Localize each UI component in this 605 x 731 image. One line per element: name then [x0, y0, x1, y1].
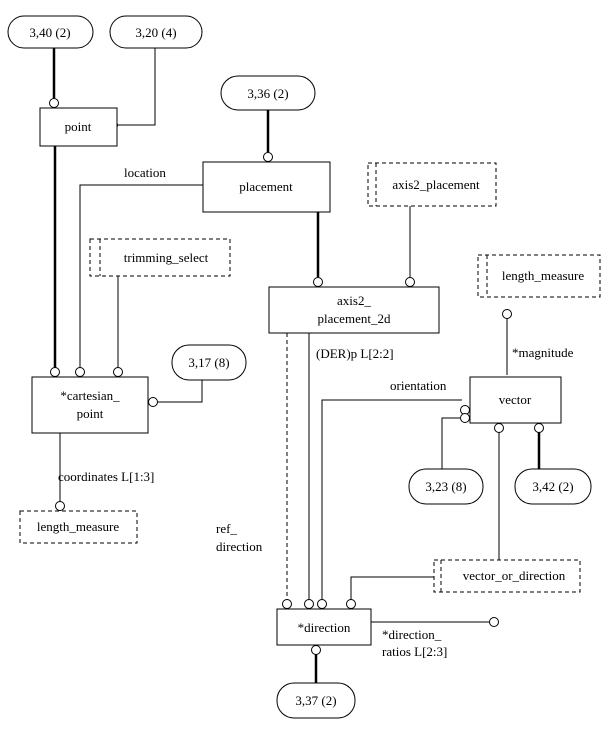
- entity-label-line2: placement_2d: [318, 311, 391, 326]
- entity-direction: *direction: [276, 608, 372, 646]
- type-length-measure-bottom: length_measure: [19, 510, 138, 544]
- entity-placement: placement: [202, 161, 331, 213]
- entity-label-line2: point: [77, 406, 104, 421]
- page-ref-label: 3,42 (2): [532, 479, 573, 494]
- attribute-labels: location (DER)p L[2:2] *magnitude orient…: [58, 165, 574, 659]
- entity-label-line1: *cartesian_: [60, 388, 120, 403]
- attr-ref-direction-line2: direction: [216, 539, 263, 554]
- entity-label: vector: [499, 392, 532, 407]
- page-ref-3-40: 3,40 (2): [7, 15, 94, 49]
- type-vector-or-direction: vector_or_direction: [433, 559, 581, 593]
- entity-label: *direction: [298, 620, 351, 635]
- type-label: trimming_select: [124, 250, 209, 265]
- page-ref-3-36: 3,36 (2): [220, 75, 316, 111]
- page-ref-3-17: 3,17 (8): [171, 344, 247, 381]
- attr-coordinates: coordinates L[1:3]: [58, 469, 154, 484]
- entity-label: placement: [239, 179, 293, 194]
- entity-vector: vector: [469, 376, 562, 424]
- attr-location: location: [124, 165, 166, 180]
- page-ref-3-42: 3,42 (2): [514, 468, 592, 505]
- attr-der-p: (DER)p L[2:2]: [316, 346, 394, 361]
- relationship-lines: [52, 48, 541, 683]
- page-ref-label: 3,17 (8): [188, 355, 229, 370]
- attr-orientation: orientation: [390, 378, 447, 393]
- entity-label: point: [65, 119, 92, 134]
- page-ref-label: 3,20 (4): [135, 25, 176, 40]
- type-label: length_measure: [37, 519, 120, 534]
- page-ref-3-20: 3,20 (4): [109, 15, 203, 49]
- entity-label-line1: axis2_: [337, 293, 371, 308]
- type-trimming-select: trimming_select: [89, 238, 231, 277]
- type-length-measure-top: length_measure: [477, 254, 601, 298]
- attr-direction-ratios-line1: *direction_: [382, 627, 442, 642]
- entity-axis2-placement-2d: axis2_ placement_2d: [268, 286, 440, 334]
- page-ref-label: 3,36 (2): [247, 86, 288, 101]
- type-label: axis2_placement: [392, 177, 480, 192]
- page-ref-label: 3,37 (2): [295, 693, 336, 708]
- entity-point: point: [39, 107, 118, 147]
- page-ref-label: 3,40 (2): [29, 25, 70, 40]
- entity-cartesian-point: *cartesian_ point: [31, 376, 149, 434]
- attr-ref-direction-line1: ref_: [216, 521, 237, 536]
- attr-magnitude: *magnitude: [512, 345, 574, 360]
- page-ref-3-37: 3,37 (2): [276, 682, 356, 719]
- type-label: vector_or_direction: [463, 568, 566, 583]
- page-ref-label: 3,23 (8): [425, 479, 466, 494]
- attr-direction-ratios-line2: ratios L[2:3]: [382, 644, 447, 659]
- type-label: length_measure: [502, 268, 585, 283]
- type-axis2-placement: axis2_placement: [367, 162, 497, 207]
- page-ref-3-23: 3,23 (8): [408, 468, 484, 505]
